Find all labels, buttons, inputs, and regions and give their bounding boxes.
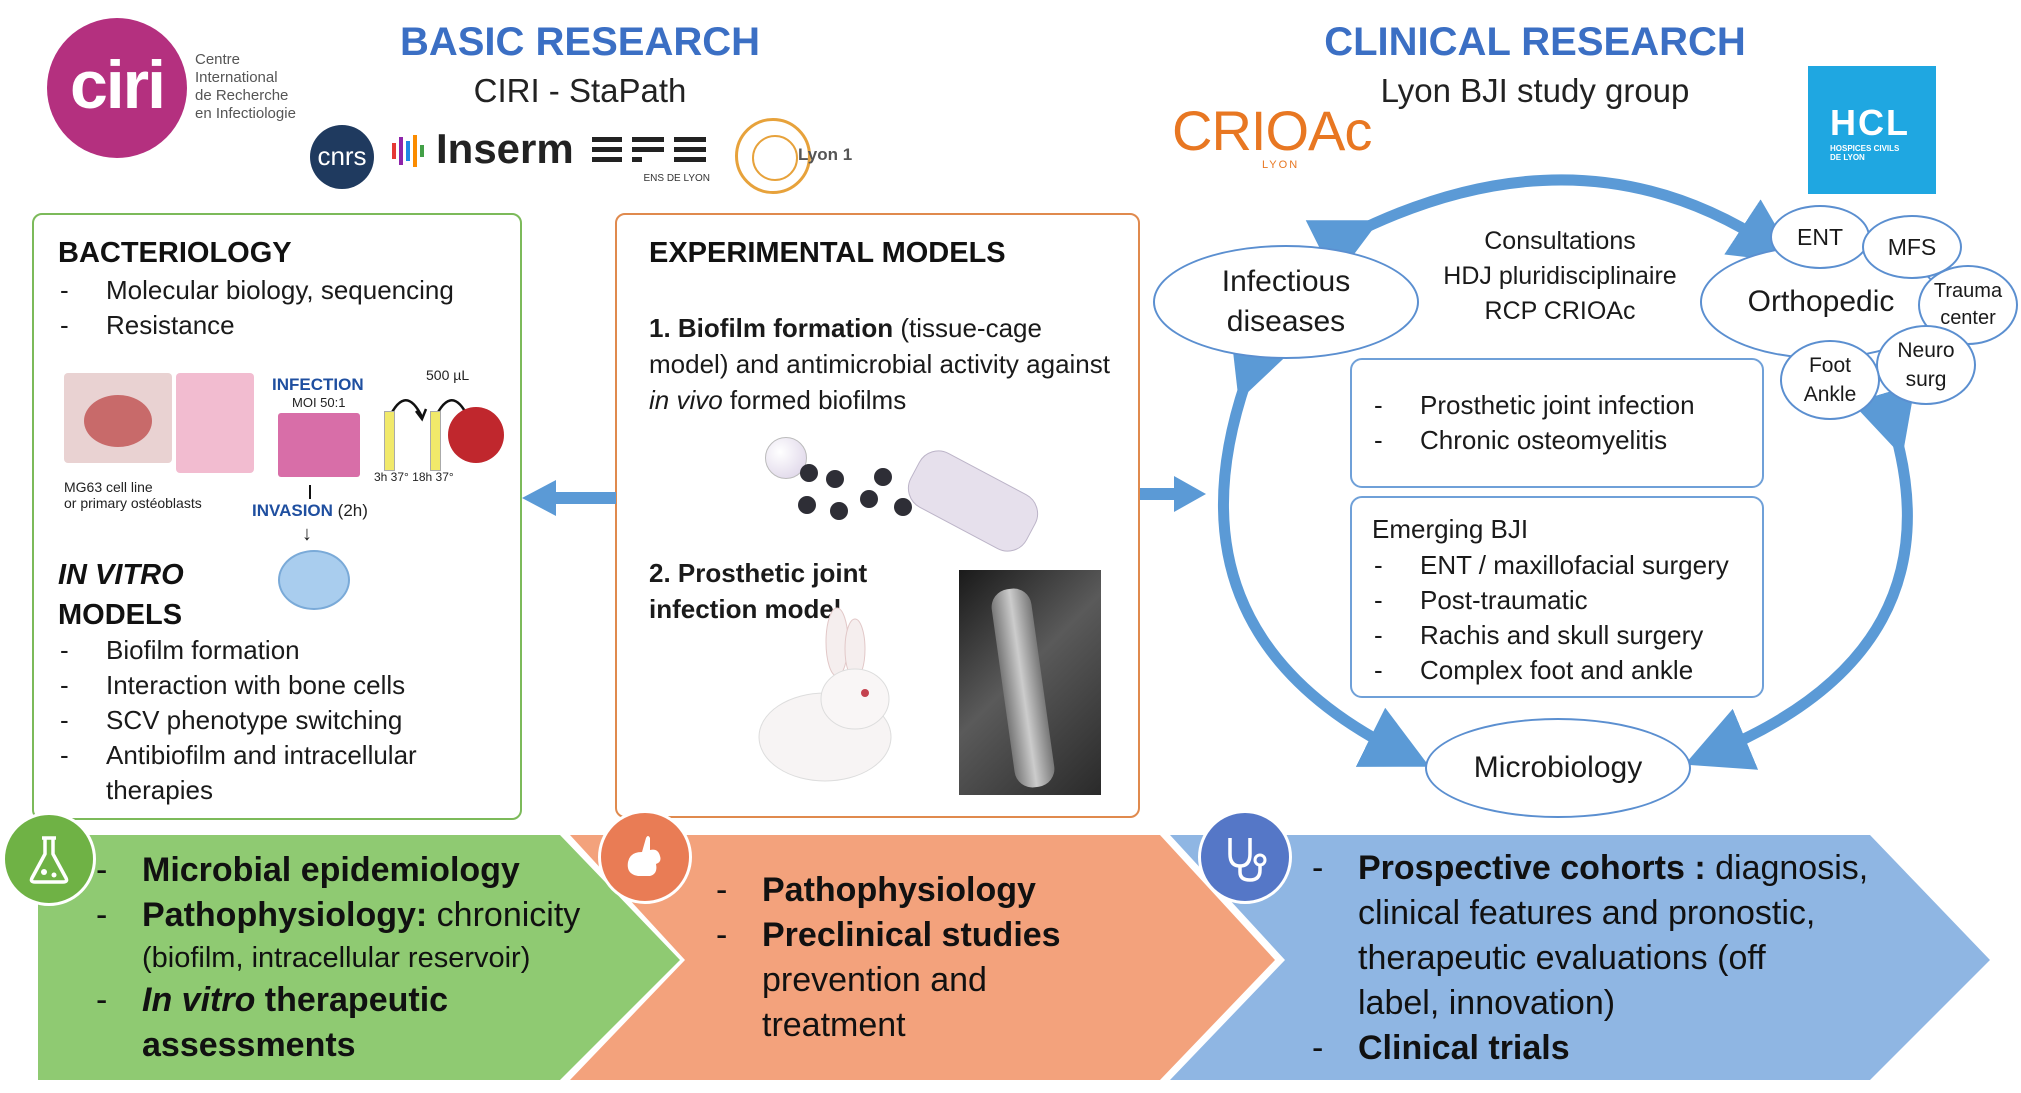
list-item: Preclinical studies prevention and treat… <box>712 913 1152 1048</box>
ciri-logo-text: ciri <box>69 47 166 123</box>
lyon1-logo <box>735 118 811 194</box>
conditions-box: Prosthetic joint infection Chronic osteo… <box>1350 358 1764 488</box>
list-item: ENT / maxillofacial surgery <box>1372 548 1762 583</box>
model-2-text: 2. Prosthetic joint infection model <box>649 558 868 624</box>
list-item: Microbial epidemiology <box>92 848 612 893</box>
ens-logo: ENS DE LYON <box>590 133 710 184</box>
basic-research-title: BASIC RESEARCH <box>399 20 761 64</box>
cnrs-logo: cnrs <box>310 125 374 189</box>
arrow-to-clinical <box>1140 476 1206 512</box>
microbiology-node: Microbiology <box>1425 718 1691 818</box>
list-item: Chronic osteomyelitis <box>1372 423 1757 458</box>
model-1-text: 1. Biofilm formation (tissue-cage model)… <box>649 313 1110 415</box>
invasion-label: INVASION (2h) <box>252 501 368 520</box>
crioac-logo: CRIOAc <box>1172 99 1372 162</box>
tube-icon <box>384 411 395 471</box>
down-arrow-icon: ↓ <box>302 523 312 545</box>
consultations-text: Consultations HDJ pluridisciplinaire RCP… <box>1443 227 1677 325</box>
list-item: Pathophysiology: chronicity (biofilm, in… <box>92 893 612 978</box>
bone-cell-icon <box>278 550 350 610</box>
arrow-to-bacteriology <box>522 480 616 516</box>
list-item: Pathophysiology <box>712 868 1152 913</box>
list-item: SCV phenotype switching <box>58 703 508 738</box>
ciri-caption: Centre International de Recherche en Inf… <box>195 51 296 122</box>
inserm-logo: Inserm <box>436 125 574 172</box>
ent-node: ENT <box>1770 205 1870 269</box>
basic-research-subtitle: CIRI - StaPath <box>473 72 687 109</box>
list-item: Complex foot and ankle <box>1372 653 1762 688</box>
cell-culture-photo <box>64 373 172 463</box>
list-item: Antibiofilm and intracellular <box>58 738 508 773</box>
list-item: Post-traumatic <box>1372 583 1762 618</box>
lyon1-label: Lyon 1 <box>798 145 853 164</box>
steel-beads-icon <box>787 455 927 535</box>
tube-icon <box>430 411 441 471</box>
green-chevron-list: Microbial epidemiology Pathophysiology: … <box>92 848 612 1068</box>
crioac-sublabel: LYON <box>1262 159 1300 171</box>
moi-label: MOI 50:1 <box>292 395 346 410</box>
ciri-logo: ciri <box>47 18 187 158</box>
experimental-models-box: EXPERIMENTAL MODELS 1. Biofilm formation… <box>615 213 1140 818</box>
infection-label: INFECTION <box>272 375 364 394</box>
list-item: Interaction with bone cells <box>58 668 508 703</box>
xray-image <box>959 570 1101 795</box>
infected-cells-image <box>278 413 360 477</box>
list-item: Resistance <box>58 308 508 343</box>
list-item: Molecular biology, sequencing <box>58 273 508 308</box>
agar-plate-icon <box>448 407 504 463</box>
invitro-title: IN VITRO MODELS <box>58 559 184 631</box>
cycle-arrows <box>1218 174 1916 770</box>
list-item: Prosthetic joint infection <box>1372 388 1757 423</box>
cells-caption: MG63 cell line or primary ostéoblasts <box>64 479 202 511</box>
list-item: Clinical trials <box>1308 1026 1928 1071</box>
blue-chevron-list: Prospective cohorts : diagnosis, clinica… <box>1308 846 1928 1071</box>
orange-chevron-list: Pathophysiology Preclinical studies prev… <box>712 868 1152 1048</box>
volume-label: 500 µL <box>426 367 470 383</box>
incubation-times: 3h 37° 18h 37° <box>374 470 454 484</box>
list-item: Prospective cohorts : diagnosis, clinica… <box>1308 846 1928 1026</box>
stethoscope-icon <box>1198 810 1292 904</box>
bead-icon <box>765 437 807 479</box>
tissue-cage-icon <box>900 442 1046 560</box>
list-item-continuation: therapies <box>106 775 213 805</box>
clinical-research-subtitle: Lyon BJI study group <box>1380 72 1690 109</box>
rabbit-photo <box>747 607 907 787</box>
inserm-stripes-icon <box>390 133 426 169</box>
flasks-photo <box>176 373 254 473</box>
list-item: In vitro therapeutic assessments <box>92 978 612 1068</box>
emerging-bji-box: Emerging BJI ENT / maxillofacial surgery… <box>1350 496 1764 698</box>
invasion-connector <box>309 485 311 499</box>
flask-icon <box>2 812 96 906</box>
bacteriology-list: Molecular biology, sequencing Resistance <box>58 273 508 343</box>
clinical-research-title: CLINICAL RESEARCH <box>1324 20 1746 64</box>
invitro-list: Biofilm formation Interaction with bone … <box>58 633 508 808</box>
emerging-bji-title: Emerging BJI <box>1372 514 1529 544</box>
list-item: Rachis and skull surgery <box>1372 618 1762 653</box>
list-item: Biofilm formation <box>58 633 508 668</box>
bacteriology-box: BACTERIOLOGY Molecular biology, sequenci… <box>32 213 522 820</box>
hcl-logo: HCL HOSPICES CIVILS DE LYON <box>1808 66 1936 194</box>
experimental-title: EXPERIMENTAL MODELS <box>649 237 1006 269</box>
bacteriology-title: BACTERIOLOGY <box>58 237 292 269</box>
rabbit-icon <box>598 810 692 904</box>
